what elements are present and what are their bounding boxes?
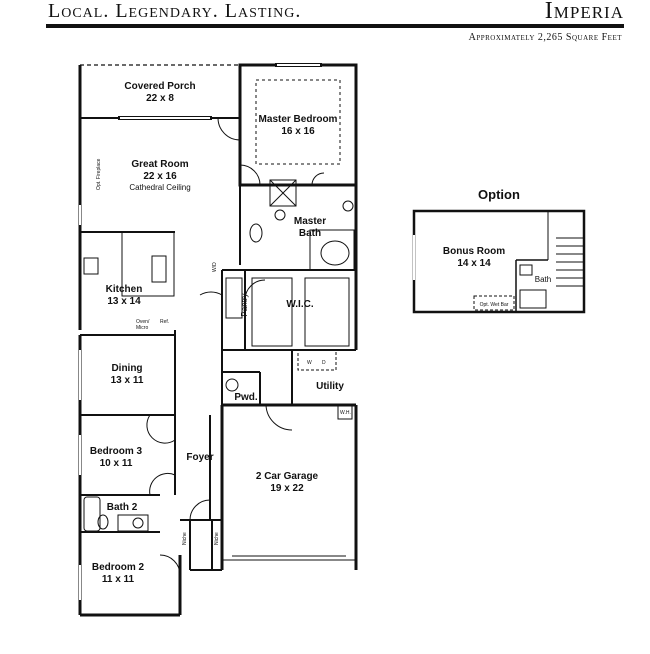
option-bath-label: Bath xyxy=(535,275,551,284)
bath2-label: Bath 2 xyxy=(107,502,138,513)
niche-label-2: Niche xyxy=(214,532,220,545)
dryer-label: D xyxy=(322,360,326,366)
water-heater-label: W.H. xyxy=(340,410,351,416)
kitchen-label: Kitchen xyxy=(106,284,143,295)
bonus-room-plan xyxy=(412,209,586,314)
pantry-label: Pantry xyxy=(240,293,249,316)
great-room-label: Great Room xyxy=(131,159,188,170)
fixtures xyxy=(83,79,355,532)
covered-porch-dims: 22 x 8 xyxy=(146,93,174,104)
master-bath-label-2: Bath xyxy=(299,228,321,239)
foyer-label: Foyer xyxy=(186,452,213,463)
bonus-room-label: Bonus Room xyxy=(443,246,505,257)
oven-micro-label: Oven/ xyxy=(136,319,150,325)
wet-bar-label: Opt. Wet Bar xyxy=(480,302,509,308)
option-title: Option xyxy=(478,187,520,202)
covered-porch-label: Covered Porch xyxy=(124,81,195,92)
tagline: Local. Legendary. Lasting. xyxy=(48,0,302,22)
wd-label: W/D xyxy=(212,262,218,272)
ref-label: Ref. xyxy=(160,319,169,325)
bedroom3-label: Bedroom 3 xyxy=(90,446,143,457)
bedroom2-label: Bedroom 2 xyxy=(92,562,145,573)
wic-label: W.I.C. xyxy=(286,299,313,310)
utility-label: Utility xyxy=(316,381,344,392)
great-room-dims: 22 x 16 xyxy=(143,171,177,182)
niche-label-1: Niche xyxy=(182,532,188,545)
bedroom2-dims: 11 x 11 xyxy=(102,574,135,585)
square-feet: Approximately 2,265 Square Feet xyxy=(468,32,622,43)
dining-label: Dining xyxy=(111,363,142,374)
great-room-note: Cathedral Ceiling xyxy=(129,183,190,192)
fireplace-label: Opt. Fireplace xyxy=(96,158,102,190)
bonus-room-dims: 14 x 14 xyxy=(457,258,491,269)
kitchen-dims: 13 x 14 xyxy=(107,296,141,307)
garage-label: 2 Car Garage xyxy=(256,471,319,482)
header-rule xyxy=(46,24,624,28)
dining-dims: 13 x 11 xyxy=(111,375,144,386)
master-bedroom-label: Master Bedroom xyxy=(259,114,338,125)
door-swings xyxy=(146,117,325,576)
garage-dims: 19 x 22 xyxy=(270,483,304,494)
master-bath-label: Master xyxy=(294,216,326,227)
master-bedroom-dims: 16 x 16 xyxy=(281,126,315,137)
plan-name: Imperia xyxy=(544,0,624,24)
powder-label: Pwd. xyxy=(234,392,258,403)
windows xyxy=(79,63,322,600)
washer-label: W xyxy=(307,360,312,366)
bedroom3-dims: 10 x 11 xyxy=(100,458,133,469)
oven-micro-label-2: Micro xyxy=(136,325,148,331)
